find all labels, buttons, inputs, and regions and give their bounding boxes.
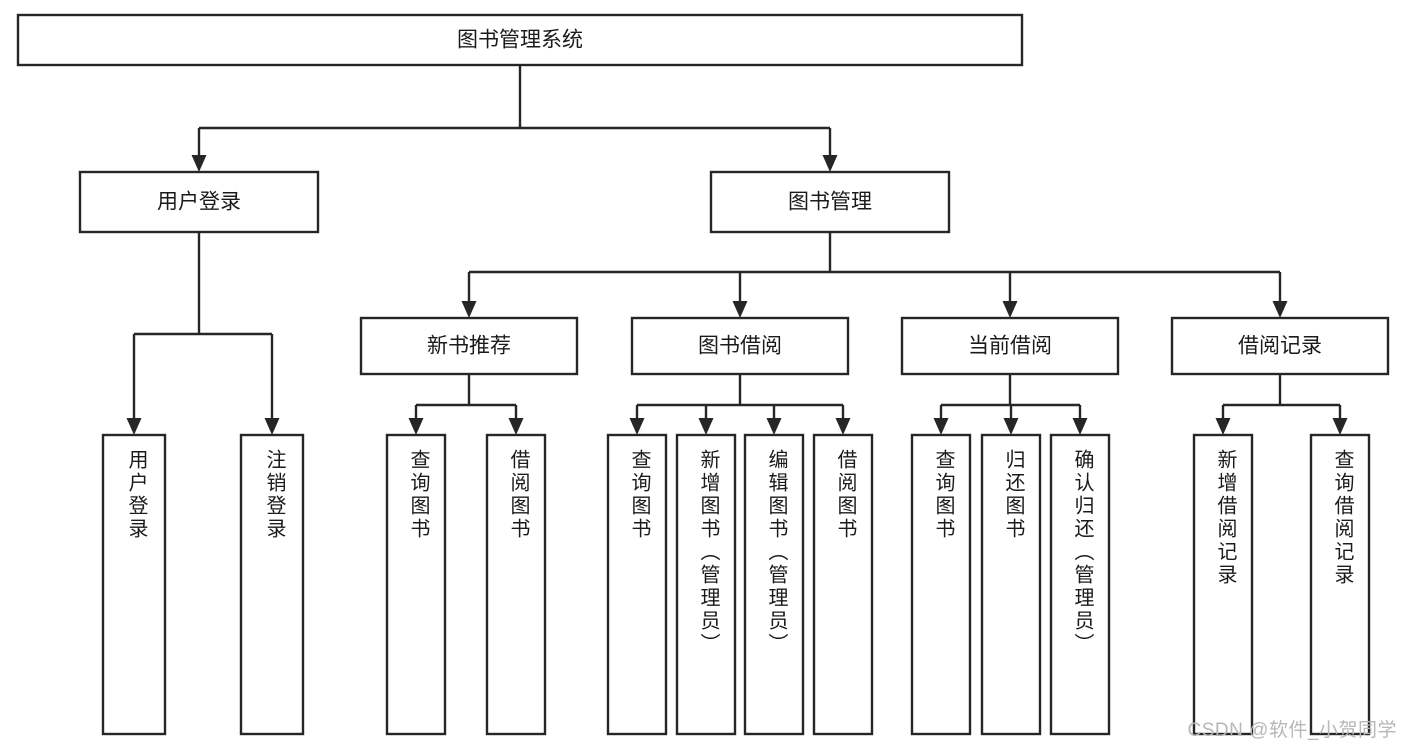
node-leaf-box-9[interactable] — [980, 433, 1042, 736]
arrow-head-icon-leaf-1-0 — [629, 418, 645, 435]
node-leaf-box-12[interactable] — [1309, 433, 1371, 736]
arrow-head-icon-leaf-2-2 — [1072, 418, 1088, 435]
node-level3-box-1[interactable] — [630, 316, 850, 376]
arrow-head-icon-leaf-0-0 — [408, 418, 424, 435]
arrow-head-icon-leaf-1-1 — [698, 418, 714, 435]
node-leaf-box-3[interactable] — [485, 433, 547, 736]
node-leaf-box-4[interactable] — [606, 433, 668, 736]
node-leaf-box-5[interactable] — [675, 433, 737, 736]
arrow-head-icon-leaf-3-1 — [1332, 418, 1348, 435]
watermark-text: CSDN @软件_小贺同学 — [1187, 720, 1397, 741]
node-level2-box-1[interactable] — [709, 170, 951, 234]
node-level2-label-1: 图书管理 — [788, 191, 872, 214]
node-level3-label-1: 图书借阅 — [698, 335, 782, 358]
arrow-head-icon-leaf-1-2 — [766, 418, 782, 435]
node-leaf-box-10[interactable] — [1049, 433, 1111, 736]
node-level3-label-0: 新书推荐 — [427, 335, 511, 358]
node-level3-box-0[interactable] — [359, 316, 579, 376]
arrow-head-icon-login-leaf-1 — [264, 418, 280, 435]
arrow-head-icon-leaf-3-0 — [1215, 418, 1231, 435]
arrow-head-icon-login-leaf-0 — [126, 418, 142, 435]
arrow-head-icon-level2-1 — [822, 155, 838, 172]
arrow-head-icon-level3-1 — [732, 301, 748, 318]
arrow-head-icon-leaf-2-0 — [933, 418, 949, 435]
node-root-box[interactable] — [16, 13, 1024, 67]
node-root-label: 图书管理系统 — [457, 29, 583, 52]
node-level3-label-3: 借阅记录 — [1238, 335, 1322, 358]
arrow-head-icon-level3-3 — [1272, 301, 1288, 318]
node-leaf-box-6[interactable] — [743, 433, 805, 736]
node-level3-box-3[interactable] — [1170, 316, 1390, 376]
node-leaf-box-8[interactable] — [910, 433, 972, 736]
arrow-head-icon-leaf-2-1 — [1003, 418, 1019, 435]
node-leaf-box-1[interactable] — [239, 433, 305, 736]
node-level2-label-0: 用户登录 — [157, 191, 241, 214]
node-level2-box-0[interactable] — [78, 170, 320, 234]
connectors-layer — [126, 65, 1348, 435]
node-level3-label-2: 当前借阅 — [968, 335, 1052, 358]
arrow-head-icon-leaf-1-3 — [835, 418, 851, 435]
arrow-head-icon-level3-2 — [1002, 301, 1018, 318]
arrow-head-icon-leaf-0-1 — [508, 418, 524, 435]
node-leaf-box-0[interactable] — [101, 433, 167, 736]
node-leaf-box-11[interactable] — [1192, 433, 1254, 736]
node-level3-box-2[interactable] — [900, 316, 1120, 376]
arrow-head-icon-level2-0 — [191, 155, 207, 172]
arrow-head-icon-level3-0 — [461, 301, 477, 318]
node-leaf-box-7[interactable] — [812, 433, 874, 736]
node-boxes-layer — [16, 13, 1390, 736]
node-leaf-box-2[interactable] — [385, 433, 447, 736]
